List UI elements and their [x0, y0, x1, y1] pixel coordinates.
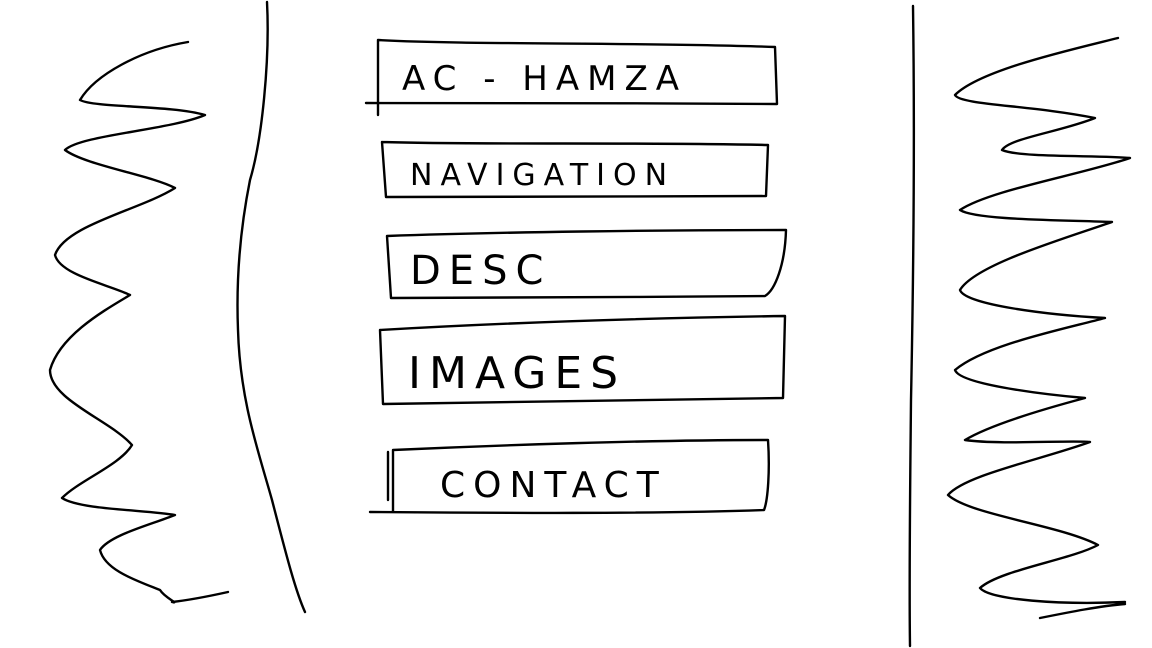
title-box-frame	[364, 38, 779, 117]
navigation-label: NAVIGATION	[410, 158, 675, 193]
left-column-divider	[236, 0, 307, 614]
right-column-divider	[908, 4, 916, 648]
desc-box-frame	[385, 228, 788, 300]
contact-box-frame	[368, 438, 770, 515]
desc-label: DESC	[410, 248, 551, 294]
images-box-frame	[378, 314, 787, 406]
right-zigzag-decoration	[946, 36, 1132, 620]
title-box: AC - HAMZA	[364, 38, 779, 117]
desc-box[interactable]: DESC	[385, 228, 788, 300]
navigation-box[interactable]: NAVIGATION	[380, 140, 770, 199]
title-label: AC - HAMZA	[402, 59, 687, 99]
images-label: IMAGES	[408, 348, 626, 399]
navigation-box-frame	[380, 140, 770, 199]
left-zigzag-decoration	[48, 40, 230, 604]
contact-label: CONTACT	[440, 465, 667, 506]
images-box[interactable]: IMAGES	[378, 314, 787, 406]
contact-box[interactable]: CONTACT	[368, 438, 770, 515]
